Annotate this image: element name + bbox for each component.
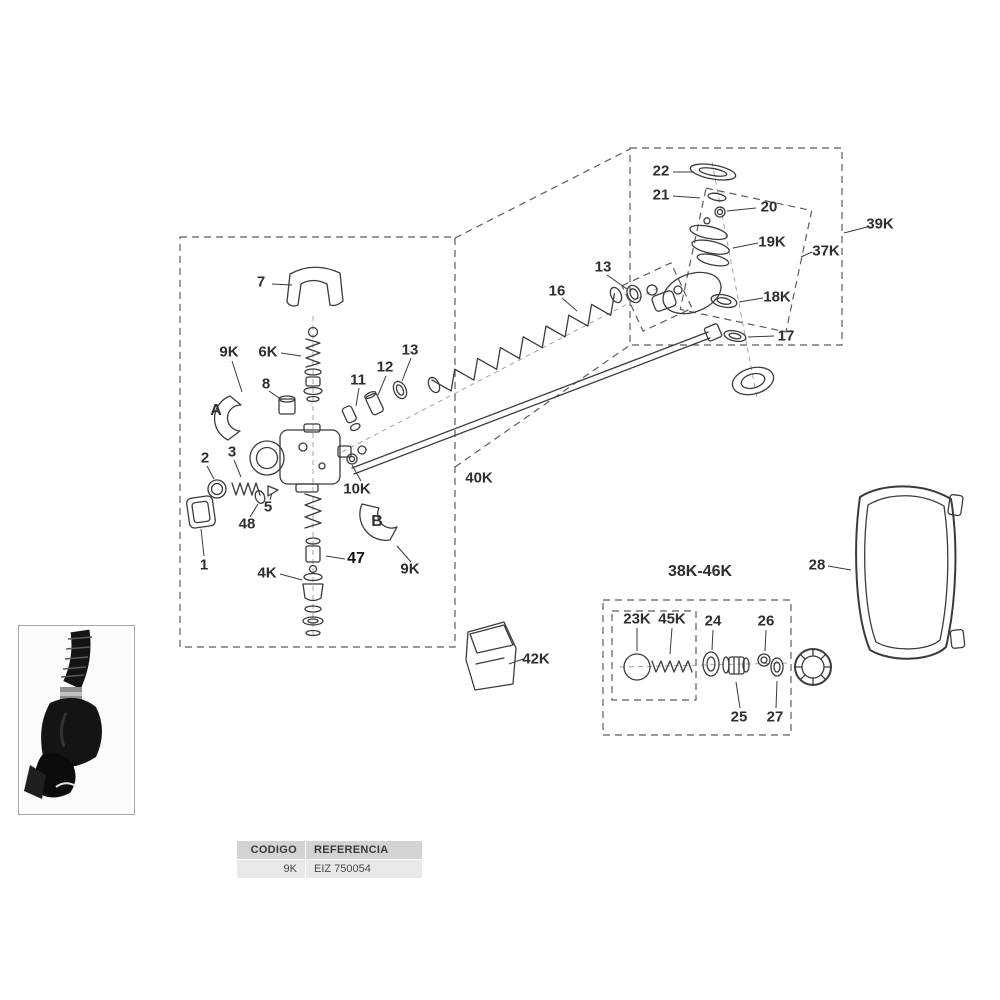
part-label-27: 27 xyxy=(766,708,784,726)
part-label-1: 1 xyxy=(199,556,209,574)
part-label-a: A xyxy=(210,402,222,419)
product-photo-art xyxy=(22,629,131,811)
part-label-24: 24 xyxy=(704,612,722,630)
reference-table-header-row: CODIGO REFERENCIA xyxy=(237,841,422,859)
part-label-6k: 6K xyxy=(258,343,278,361)
value-codigo: 9K xyxy=(237,860,305,878)
second-stage-parts xyxy=(651,163,775,396)
part-label-3: 3 xyxy=(227,443,237,461)
part-label-22: 22 xyxy=(652,162,670,180)
part-label-2: 2 xyxy=(200,449,210,467)
valve-assembly-parts xyxy=(623,648,832,686)
mouthpiece-cover-outline xyxy=(855,485,966,660)
value-referencia: EIZ 750054 xyxy=(306,860,422,878)
spares-bag xyxy=(465,621,517,691)
part-label-8: 8 xyxy=(261,375,271,393)
part-label-45k: 45K xyxy=(658,610,686,628)
part-label-28: 28 xyxy=(808,556,826,574)
part-label-48: 48 xyxy=(238,515,256,533)
header-referencia: REFERENCIA xyxy=(306,841,422,859)
part-label-12: 12 xyxy=(376,358,394,376)
part-label-16: 16 xyxy=(548,282,566,300)
part-label-9k-left: 9K xyxy=(219,343,239,361)
dashed-region-boxes xyxy=(179,147,843,736)
part-label-25: 25 xyxy=(730,708,748,726)
part-label-13-lower: 13 xyxy=(401,341,419,359)
part-label-42k: 42K xyxy=(522,650,550,668)
part-label-5: 5 xyxy=(263,498,273,516)
region-label-38k-46k: 38K-46K xyxy=(667,563,733,580)
region-label-40k: 40K xyxy=(465,469,493,487)
part-label-21: 21 xyxy=(652,186,670,204)
part-label-13-upper: 13 xyxy=(594,258,612,276)
header-codigo: CODIGO xyxy=(237,841,305,859)
part-label-19k: 19K xyxy=(758,233,786,251)
part-label-11: 11 xyxy=(350,371,366,389)
part-label-10k: 10K xyxy=(343,480,371,498)
reference-table: CODIGO REFERENCIA 9K EIZ 750054 xyxy=(237,841,422,879)
leader-lines xyxy=(200,171,868,709)
part-label-23k: 23K xyxy=(623,610,651,628)
part-label-17: 17 xyxy=(777,327,795,345)
part-label-26: 26 xyxy=(757,612,775,630)
product-photo xyxy=(18,625,135,815)
part-label-9k-right: 9K xyxy=(400,560,420,578)
center-axes xyxy=(312,161,789,668)
hose-and-spring-parts xyxy=(341,284,723,475)
part-label-4k: 4K xyxy=(257,564,277,582)
first-stage-parts xyxy=(186,266,398,637)
part-label-37k: 37K xyxy=(812,242,840,260)
part-label-b: B xyxy=(371,513,383,530)
reference-table-value-row: 9K EIZ 750054 xyxy=(237,860,422,878)
part-label-47: 47 xyxy=(347,550,365,567)
part-label-18k: 18K xyxy=(763,288,791,306)
part-label-7: 7 xyxy=(256,273,266,291)
part-label-39k: 39K xyxy=(866,215,894,233)
part-label-20: 20 xyxy=(760,198,778,216)
